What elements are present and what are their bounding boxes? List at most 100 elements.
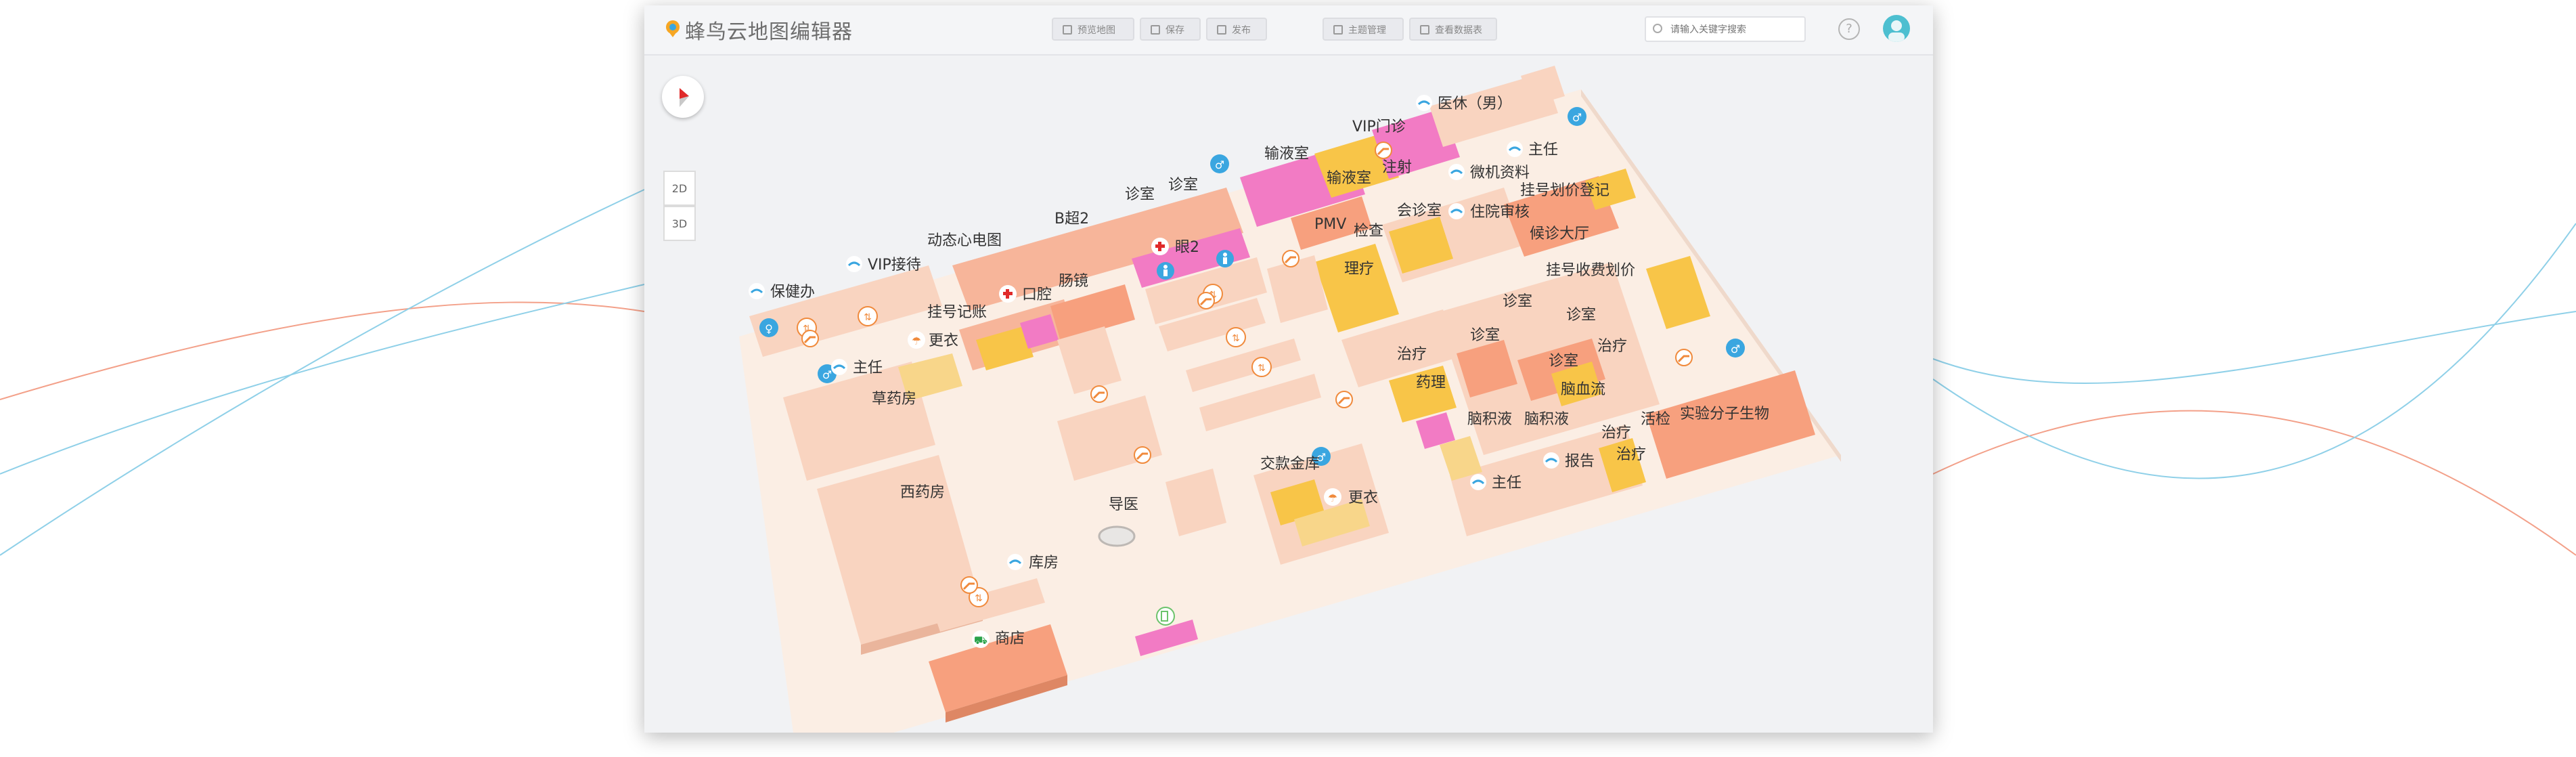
room-pink-b[interactable] — [1416, 412, 1455, 449]
room-yellow-e[interactable] — [1599, 438, 1646, 492]
exit-icon[interactable] — [1156, 607, 1175, 626]
label-dongtai[interactable]: 动态心电图 — [927, 232, 1002, 249]
indoor-map[interactable]: ♀ ♂ ♂ ♂ ♂ ♂ ⇅ ⇅ ⇅ ⇅ ⇅ ⇅ ⛟ ☂ ☂ — [644, 56, 1933, 733]
room-baogao-row[interactable] — [1450, 425, 1643, 536]
label-zhiliao4[interactable]: 治疗 — [1616, 446, 1646, 463]
label-caoyaofang[interactable]: 草药房 — [872, 391, 916, 408]
preview-map-button[interactable]: 预览地图 — [1052, 18, 1134, 41]
room-yellow-f[interactable] — [1440, 436, 1482, 481]
label-shuyeshi2[interactable]: 输液室 — [1327, 170, 1371, 187]
room-huizhen-yellow[interactable] — [1389, 217, 1453, 274]
label-daoyi[interactable]: 导医 — [1109, 496, 1138, 513]
label-yixiu[interactable]: 医休（男） — [1416, 95, 1512, 112]
escalator-icon[interactable] — [801, 330, 819, 347]
room-yellow-a[interactable] — [898, 353, 962, 401]
label-yan2[interactable]: 眼2 — [1175, 239, 1199, 256]
label-baojianban[interactable]: 保健办 — [749, 283, 815, 301]
label-kufang[interactable]: 库房 — [1007, 554, 1059, 571]
avatar[interactable] — [1883, 15, 1910, 42]
save-button[interactable]: 保存 — [1140, 18, 1201, 41]
label-shangdian[interactable]: 商店 — [995, 630, 1025, 647]
room-yellow-d[interactable] — [1585, 169, 1636, 210]
first-aid-icon[interactable] — [1151, 238, 1169, 255]
help-button[interactable]: ? — [1838, 18, 1860, 40]
label-naojiye1[interactable]: 脑积液 — [1467, 411, 1512, 428]
label-zhuren1[interactable]: 主任 — [1507, 141, 1558, 158]
room-yellow-c[interactable] — [1551, 362, 1602, 406]
label-shiyan[interactable]: 实验分子生物 — [1680, 406, 1769, 423]
first-aid-icon[interactable] — [999, 285, 1017, 303]
escalator-icon[interactable] — [1335, 391, 1353, 408]
room-shiyan[interactable] — [1646, 370, 1815, 479]
label-jiancha[interactable]: 检查 — [1354, 223, 1383, 240]
label-xiyaofang[interactable]: 西药房 — [900, 484, 945, 501]
label-guahaoshoufei[interactable]: 挂号收费划价 — [1546, 262, 1635, 279]
label-zhushe[interactable]: 注射 — [1382, 159, 1412, 176]
label-zhuren2[interactable]: 主任 — [831, 359, 883, 376]
room-baojian-row[interactable] — [749, 265, 942, 357]
stairs-icon[interactable]: ⇅ — [858, 306, 878, 326]
label-liliao[interactable]: 理疗 — [1344, 261, 1374, 278]
restroom-icon[interactable]: ♂ — [1210, 154, 1229, 173]
room-zhiliao-block[interactable] — [1341, 309, 1460, 387]
room-caoyaofang[interactable] — [783, 362, 935, 481]
room-pink-a[interactable] — [1020, 314, 1059, 349]
view-3d-button[interactable]: 3D — [663, 206, 696, 241]
escalator-icon[interactable] — [1197, 292, 1215, 309]
person-icon[interactable] — [1216, 250, 1234, 267]
room-center-6[interactable] — [1165, 469, 1226, 536]
label-kouqiang[interactable]: 口腔 — [1022, 286, 1052, 303]
label-zhenshi-g[interactable]: 诊室 — [1549, 353, 1578, 370]
room-houzhen[interactable] — [1504, 176, 1619, 257]
umbrella-icon[interactable]: ☂ — [1324, 488, 1341, 506]
cart-icon[interactable]: ⛟ — [972, 630, 990, 648]
theme-manage-button[interactable]: 主题管理 — [1323, 18, 1404, 41]
label-baogao[interactable]: 报告 — [1543, 452, 1595, 470]
escalator-icon[interactable] — [1675, 349, 1693, 366]
room-pmv[interactable] — [1291, 196, 1372, 250]
room-shangdian[interactable] — [929, 624, 1067, 712]
label-guahaohuajia[interactable]: 挂号划价登记 — [1520, 182, 1609, 199]
room-pink-exit[interactable] — [1135, 620, 1198, 656]
room-yaoli[interactable] — [1389, 366, 1457, 423]
stairs-icon[interactable]: ⇅ — [1251, 357, 1272, 377]
room-center-3[interactable] — [1199, 374, 1321, 431]
label-zhuren3[interactable]: 主任 — [1470, 474, 1522, 492]
label-huojian[interactable]: 活检 — [1641, 411, 1670, 428]
label-vipmenzhen[interactable]: VIP门诊 — [1352, 118, 1406, 135]
room-xiyaofang[interactable] — [817, 455, 983, 645]
room-liliao[interactable] — [1314, 244, 1399, 332]
stairs-icon[interactable]: ⇅ — [969, 587, 989, 607]
label-changjing[interactable]: 肠镜 — [1059, 273, 1088, 290]
label-zhenshi-f[interactable]: 诊室 — [1470, 327, 1500, 344]
label-huizhenshi[interactable]: 会诊室 — [1397, 202, 1442, 219]
umbrella-icon[interactable]: ☂ — [908, 331, 925, 349]
label-gengyi1[interactable]: 更衣 — [929, 332, 958, 349]
label-guahaojizhang[interactable]: 挂号记账 — [927, 304, 987, 321]
room-yellow-b[interactable] — [976, 326, 1034, 370]
escalator-icon[interactable] — [960, 576, 978, 594]
restroom-icon[interactable]: ♂ — [1568, 107, 1586, 126]
label-weijiziliao[interactable]: 微机资料 — [1448, 164, 1530, 181]
label-naojiye2[interactable]: 脑积液 — [1524, 411, 1569, 428]
restroom-icon[interactable]: ♂ — [1312, 447, 1331, 466]
label-shuyeshi1[interactable]: 输液室 — [1264, 146, 1309, 163]
room-kufang-strip[interactable] — [932, 578, 1045, 632]
restroom-icon[interactable]: ♀ — [759, 318, 778, 337]
room-center-1[interactable] — [1267, 255, 1328, 323]
stairs-icon[interactable]: ⇅ — [1226, 327, 1246, 347]
view-2d-button[interactable]: 2D — [663, 171, 696, 206]
label-gengyi2[interactable]: 更衣 — [1348, 490, 1378, 506]
label-zhenshi-b[interactable]: 诊室 — [1125, 186, 1155, 203]
restroom-icon[interactable]: ♂ — [1726, 339, 1745, 358]
room-jiaokuan-light[interactable] — [1294, 499, 1370, 546]
room-right-orange-1[interactable] — [1457, 340, 1517, 397]
publish-button[interactable]: 发布 — [1206, 18, 1267, 41]
room-guahaoshoufei[interactable] — [1646, 256, 1710, 329]
room-jiaokuan-yellow[interactable] — [1270, 479, 1325, 525]
label-zhiliao3[interactable]: 治疗 — [1601, 425, 1631, 441]
room-mid-block-1[interactable] — [1159, 298, 1266, 351]
label-b-chao2[interactable]: B超2 — [1054, 211, 1089, 228]
person-icon[interactable] — [1157, 262, 1174, 280]
escalator-icon[interactable] — [1090, 385, 1108, 403]
